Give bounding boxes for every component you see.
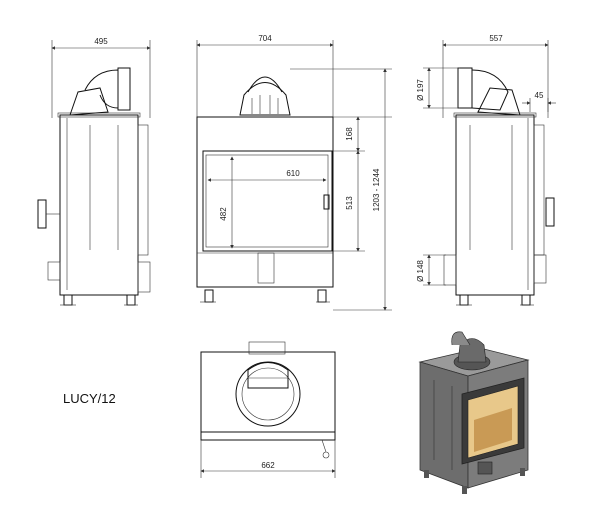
window-width-label: 610 <box>286 169 300 178</box>
frame-height-label: 513 <box>345 196 354 210</box>
front-width-label: 704 <box>258 34 272 43</box>
isometric-render <box>418 331 530 494</box>
flue-offset-label: 45 <box>535 91 544 100</box>
air-inlet-diameter-label: Ø 148 <box>416 260 425 282</box>
plan-view: 662 <box>200 341 336 478</box>
side-left-depth-label: 495 <box>94 37 108 46</box>
plan-width-label: 662 <box>261 461 275 470</box>
total-height-label: 1203 - 1244 <box>372 168 381 211</box>
window-height-label: 482 <box>219 207 228 221</box>
side-right-depth-label: 557 <box>489 34 503 43</box>
right-side-view: 557 Ø 197 45 Ø 148 <box>416 34 556 306</box>
front-view: 704 610 482 168 513 1203 <box>196 34 392 311</box>
flue-diameter-label: Ø 197 <box>416 79 425 101</box>
top-height-label: 168 <box>345 127 354 141</box>
left-side-view: 495 <box>37 37 151 306</box>
model-name: LUCY/12 <box>63 391 116 406</box>
